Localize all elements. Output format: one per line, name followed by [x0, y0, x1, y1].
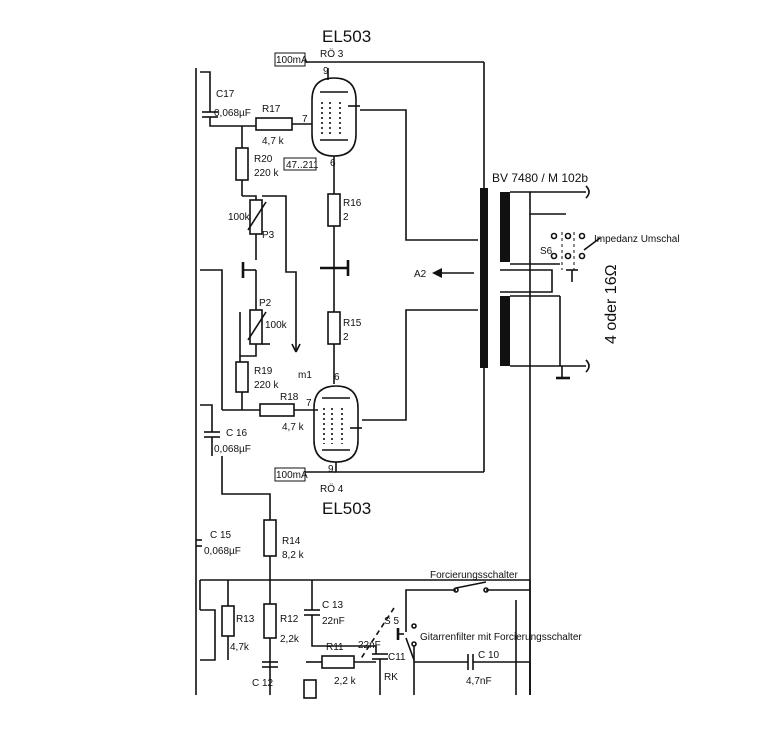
r19-ref: R19 [254, 366, 273, 377]
a2-label: A2 [414, 269, 427, 280]
c11-ref: C11 [388, 652, 406, 663]
upper-cathode-note: 47..211 [286, 160, 319, 171]
c13-value: 22nF [322, 616, 345, 627]
c17-value: 0,068µF [214, 108, 251, 119]
r18-value: 4,7 k [282, 422, 305, 433]
r11-value: 2,2 k [334, 676, 357, 687]
r12-ref: R12 [280, 614, 299, 625]
transformer-label: BV 7480 / M 102b [492, 171, 588, 185]
switch-s6 [550, 232, 601, 366]
lower-pin-bottom: 9 [328, 464, 334, 475]
lower-current-label: 100mA [276, 470, 308, 481]
guitar-filter-label: Gitarrenfilter mit Forcierungsschalter [420, 632, 582, 643]
c16-value: 0,068µF [214, 444, 251, 455]
upper-tube-symbol [311, 77, 360, 157]
r14-ref: R14 [282, 536, 301, 547]
p3-ref: P3 [262, 230, 275, 241]
c16-ref: C 16 [226, 428, 248, 439]
output-transformer [480, 62, 586, 695]
r14-value: 8,2 k [282, 550, 305, 561]
p3-value: 100k [228, 212, 251, 223]
r17-ref: R17 [262, 104, 281, 115]
p2-potentiometer [239, 270, 270, 362]
r12-value: 2,2k [280, 634, 300, 645]
r15-ref: R15 [343, 318, 362, 329]
upper-current-label: 100mA [276, 55, 308, 66]
terminal-top [585, 185, 590, 199]
c11-value: 22nF [358, 640, 381, 651]
r16-value: 2 [343, 212, 349, 223]
upper-pin-grid: 7 [302, 114, 308, 125]
r13-r12-network [221, 580, 278, 695]
lower-tube-type: EL503 [322, 499, 371, 518]
lower-tube-group [305, 309, 484, 473]
r11-network [303, 655, 376, 699]
p3-potentiometer [242, 195, 301, 353]
c10-value: 4,7nF [466, 676, 492, 687]
lower-pin-top: 6 [334, 372, 340, 383]
upper-tube-ref: RÖ 3 [320, 48, 344, 60]
c13-capacitor [304, 580, 377, 654]
r12-resistor [263, 603, 277, 639]
c10-ref: C 10 [478, 650, 500, 661]
forcing-label: Forcierungsschalter [430, 570, 518, 581]
lower-pin-grid: 7 [306, 398, 312, 409]
r17-resistor [255, 117, 293, 131]
switch-s5-label: S 5 [384, 616, 399, 627]
ohms-label: 4 oder 16Ω [603, 264, 620, 344]
r14-resistor [263, 519, 277, 557]
impedance-label: Impedanz Umschal [594, 234, 680, 245]
r17-value: 4,7 k [262, 136, 285, 147]
upper-current-box [274, 52, 306, 67]
r20-value: 220 k [254, 168, 279, 179]
upper-cathode-note-box [283, 157, 317, 171]
r13-value: 4,7k [230, 642, 250, 653]
r13-resistor [221, 605, 235, 637]
c15-value: 0,068µF [204, 546, 241, 557]
c11-capacitor [372, 653, 388, 695]
r19-resistor [235, 361, 249, 393]
upper-pin-bottom: 6 [330, 158, 336, 169]
lower-tube-symbol [313, 385, 362, 463]
c12-ref: C 12 [252, 678, 274, 689]
r20-resistor [235, 147, 249, 181]
upper-tube-group [300, 61, 484, 241]
r20-ref: R20 [254, 154, 273, 165]
lower-current-box [274, 467, 306, 482]
p2-value: 100k [265, 320, 288, 331]
upper-pin-top: 9 [323, 66, 329, 77]
lower-tube-ref: RÖ 4 [320, 483, 344, 495]
switch-s6-label: S6 [540, 246, 553, 257]
r16-resistor [327, 193, 341, 227]
terminal-bottom [585, 359, 590, 373]
r13-ref: R13 [236, 614, 255, 625]
r11-resistor [321, 655, 355, 669]
m1-label: m1 [298, 370, 312, 381]
r19-value: 220 k [254, 380, 279, 391]
rk-ref: RK [384, 672, 398, 683]
cathode-chain [320, 193, 350, 384]
c15-capacitor [196, 539, 202, 547]
switch-s5 [359, 581, 530, 695]
r15-resistor [327, 311, 341, 345]
r14-network [221, 456, 277, 580]
left-edge-wires [195, 68, 530, 695]
c13-ref: C 13 [322, 600, 344, 611]
c10-capacitor [414, 654, 531, 695]
r18-ref: R18 [280, 392, 299, 403]
r18-network [204, 403, 318, 456]
r11-ref: R11 [326, 642, 344, 653]
r15-value: 2 [343, 332, 349, 343]
c17-ref: C17 [216, 89, 235, 100]
r18-resistor [259, 403, 295, 417]
a2-arrow-head [432, 268, 442, 278]
c15-ref: C 15 [210, 530, 232, 541]
c17-r17-network [202, 100, 312, 148]
upper-tube-type: EL503 [322, 27, 371, 46]
r16-ref: R16 [343, 198, 362, 209]
p2-ref: P2 [259, 298, 272, 309]
